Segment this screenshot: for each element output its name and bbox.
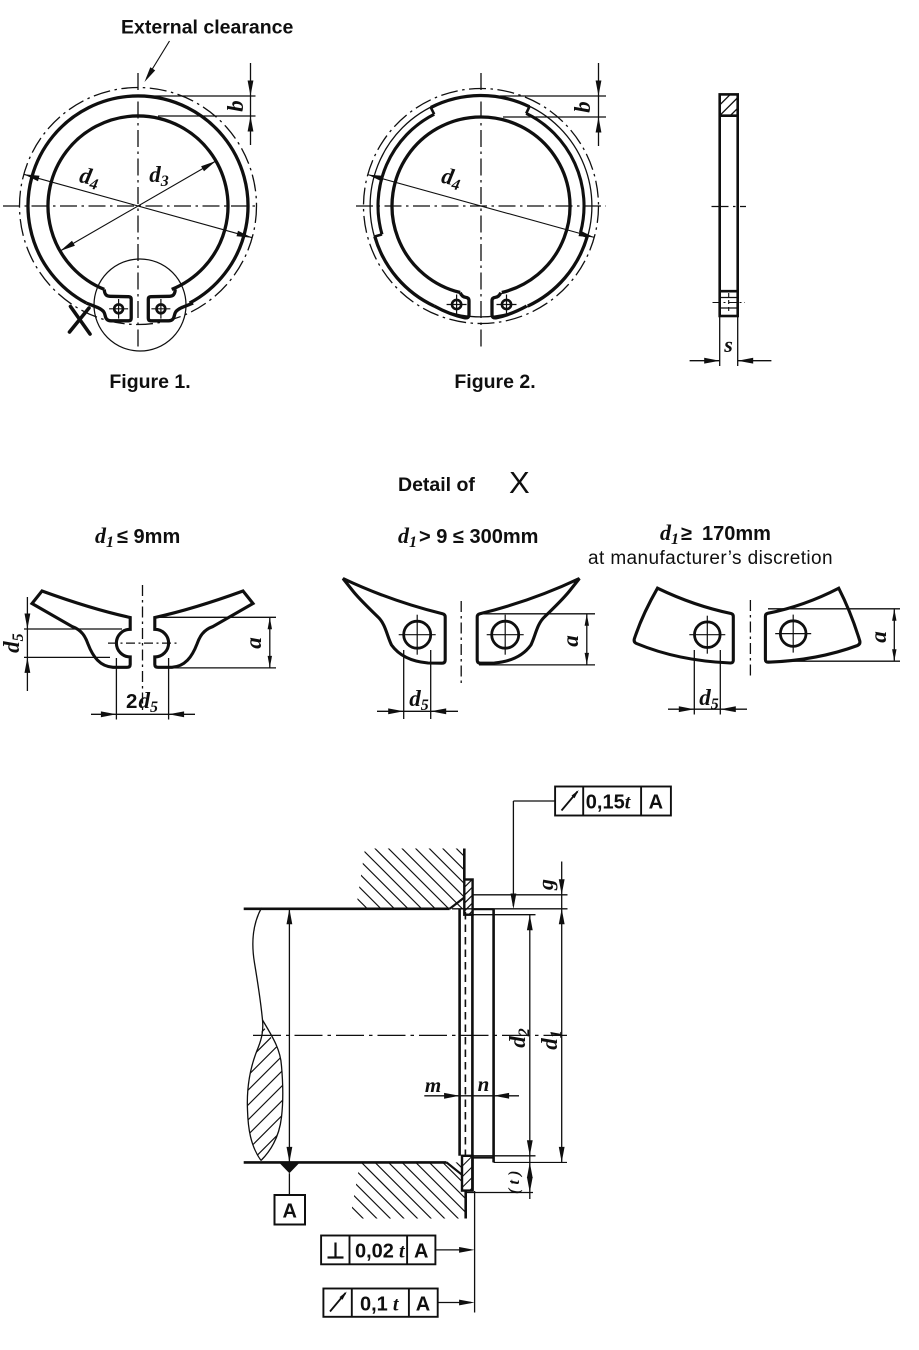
svg-text:b: b: [223, 100, 248, 112]
svg-text:A: A: [282, 1201, 296, 1223]
svg-text:a: a: [866, 631, 891, 643]
svg-text:Figure 2.: Figure 2.: [454, 371, 535, 393]
svg-text:0,02 t: 0,02 t: [355, 1241, 406, 1263]
svg-text:m: m: [425, 1073, 441, 1097]
svg-text:2: 2: [126, 690, 137, 713]
svg-text:g: g: [533, 879, 558, 891]
svg-text:b: b: [570, 101, 595, 113]
svg-text:Detail of: Detail of: [398, 474, 475, 496]
svg-text:External clearance: External clearance: [121, 17, 294, 39]
svg-text:s: s: [723, 332, 733, 357]
svg-text:X: X: [509, 465, 530, 500]
svg-text:Figure 1.: Figure 1.: [109, 371, 190, 393]
svg-text:A: A: [416, 1294, 430, 1316]
svg-text:at manufacturer’s discretion: at manufacturer’s discretion: [588, 548, 833, 569]
svg-text:( t ): ( t ): [506, 1170, 523, 1194]
svg-text:A: A: [649, 792, 663, 814]
svg-text:0,1 t: 0,1 t: [360, 1294, 400, 1316]
svg-text:n: n: [478, 1072, 490, 1096]
svg-text:a: a: [558, 635, 583, 647]
svg-text:a: a: [241, 637, 266, 649]
svg-text:0,15t: 0,15t: [586, 792, 632, 814]
svg-text:> 9 ≤ 300mm: > 9 ≤ 300mm: [419, 526, 538, 548]
svg-text:A: A: [414, 1241, 428, 1263]
svg-text:≤ 9mm: ≤ 9mm: [117, 526, 180, 548]
svg-text:≥ 170mm: ≥ 170mm: [681, 523, 771, 545]
